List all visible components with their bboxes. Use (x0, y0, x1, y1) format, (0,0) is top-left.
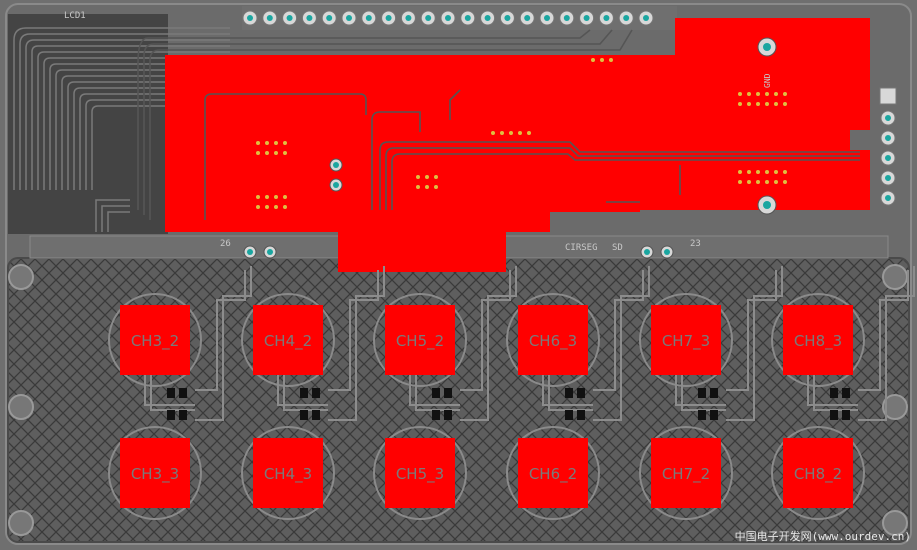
touch-pad[interactable]: CH8_3 (783, 305, 853, 375)
touch-key-ring (771, 426, 865, 520)
silk-lcd: LCD1 (64, 11, 86, 21)
touch-key-ring (373, 293, 467, 387)
touch-key-ring (771, 293, 865, 387)
touch-pad-label: CH6_3 (529, 332, 577, 351)
touch-pad-label: CH5_3 (396, 465, 444, 484)
mounting-holes (8, 264, 908, 536)
touch-pad[interactable]: CH8_2 (783, 438, 853, 508)
touch-pad[interactable]: CH5_3 (385, 438, 455, 508)
header-pins (242, 6, 677, 30)
silk-ref-26: 26 (220, 239, 231, 249)
right-connector (879, 87, 897, 206)
watermark: 中国电子开发网(www.ourdev.cn) (734, 530, 911, 543)
touch-pad-label: CH7_2 (662, 465, 710, 484)
touch-pad[interactable]: CH4_2 (253, 305, 323, 375)
resistor (432, 388, 440, 398)
touch-key-ring (506, 426, 600, 520)
touch-pad-label: CH3_3 (131, 465, 179, 484)
touch-pad[interactable]: CH4_3 (253, 438, 323, 508)
touch-key-ring (639, 293, 733, 387)
silk-ref-23: 23 (690, 239, 701, 249)
touch-pad-label: CH4_3 (264, 465, 312, 484)
silk-gnd: GND (763, 73, 772, 88)
touch-pad-label: CH4_2 (264, 332, 312, 351)
touch-key-ring (373, 426, 467, 520)
touch-pad[interactable]: CH6_2 (518, 438, 588, 508)
touch-key-ring (639, 426, 733, 520)
resistor (698, 388, 706, 398)
touch-key-ring (108, 293, 202, 387)
touch-pad-label: CH3_2 (131, 332, 179, 351)
touch-key-ring (241, 293, 335, 387)
touch-pad-label: CH8_3 (794, 332, 842, 351)
touch-pad[interactable]: CH3_3 (120, 438, 190, 508)
touch-pad-label: CH5_2 (396, 332, 444, 351)
dark-trace-area (8, 14, 168, 234)
touch-pad-label: CH8_2 (794, 465, 842, 484)
silk-chip: CIRSEG (565, 243, 598, 253)
touch-key-ring (241, 426, 335, 520)
resistor (565, 388, 573, 398)
touch-pad[interactable]: CH5_2 (385, 305, 455, 375)
resistor (300, 388, 308, 398)
touch-pad-label: CH6_2 (529, 465, 577, 484)
touch-pad[interactable]: CH6_3 (518, 305, 588, 375)
resistor (830, 388, 838, 398)
touch-key-ring (506, 293, 600, 387)
silk-sd: SD (612, 243, 623, 253)
touch-pad[interactable]: CH3_2 (120, 305, 190, 375)
touch-pad[interactable]: CH7_2 (651, 438, 721, 508)
resistor (167, 388, 175, 398)
touch-pad-label: CH7_3 (662, 332, 710, 351)
touch-key-ring (108, 426, 202, 520)
touch-pad[interactable]: CH7_3 (651, 305, 721, 375)
